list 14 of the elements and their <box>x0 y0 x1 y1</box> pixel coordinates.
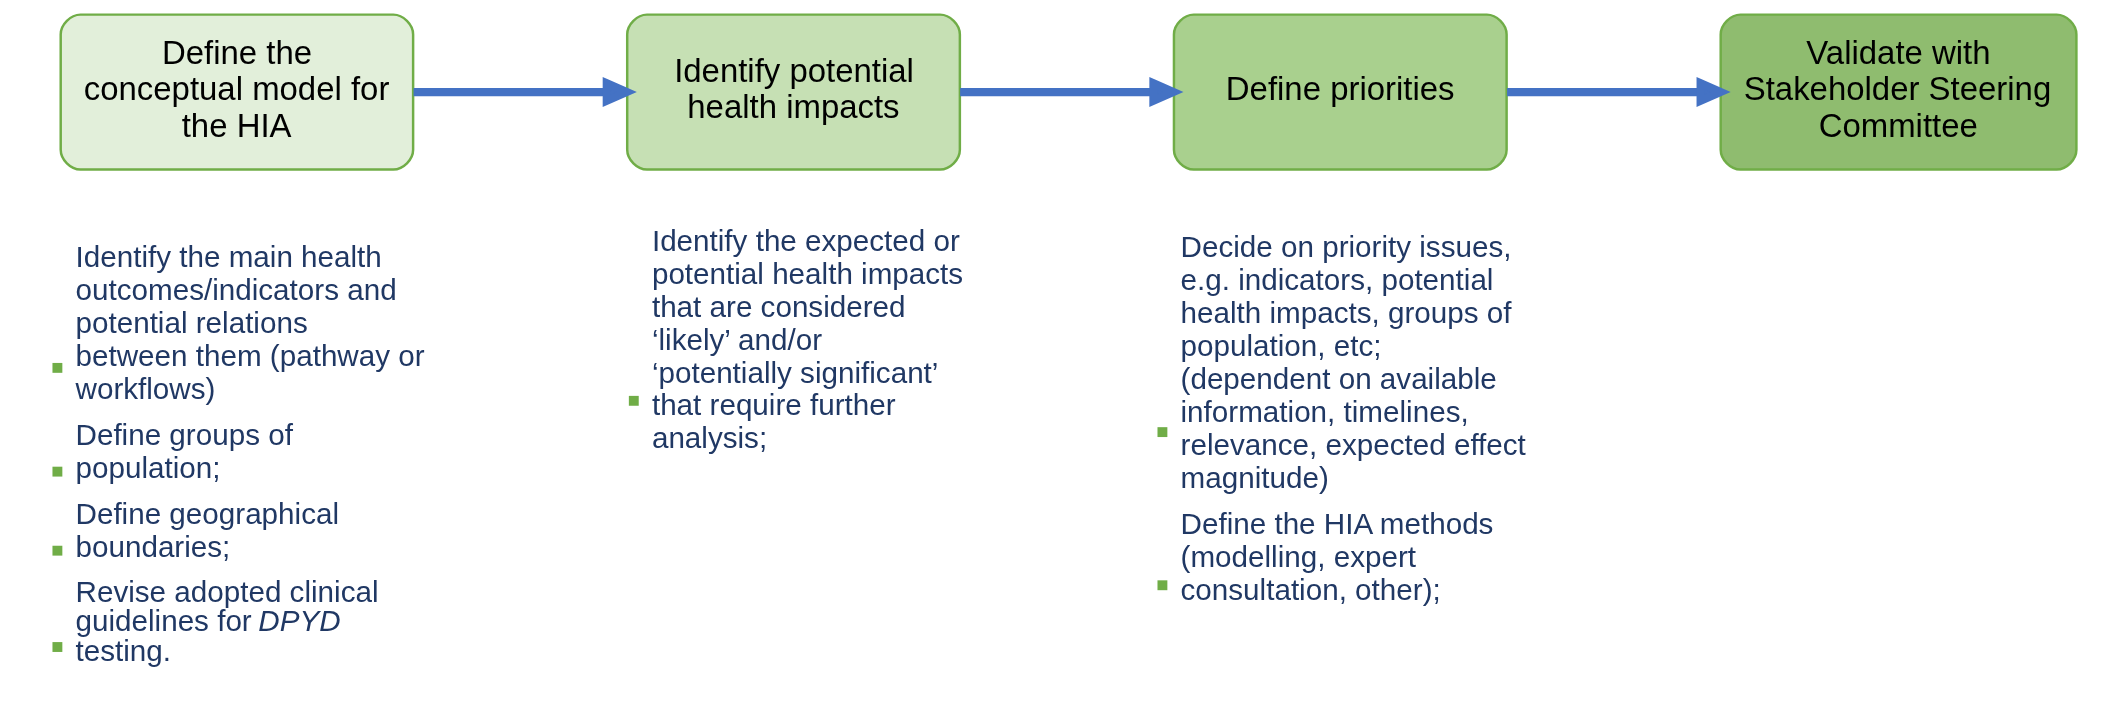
node-box: Identify potential health impacts <box>625 13 962 171</box>
node-label: Define the HIA methods (modelling, expert consultation, other); <box>1180 507 1494 606</box>
arrow <box>960 77 1184 107</box>
node-label: Define geographical boundaries; <box>75 497 340 564</box>
node-label: Identify the main health outcomes/indicators and potential relations between them (pathway or workflows) <box>75 240 425 406</box>
node-box: Define the conceptual model for the HIA <box>59 13 415 171</box>
arrow <box>413 77 637 107</box>
node-label: Revise adopted clinical guidelines for DPYD testing. <box>75 574 379 667</box>
arrow <box>1507 77 1731 107</box>
node-label: Identify the expected or potential health impacts that are considered ‘likely’ and/or ‘potentially significant’ that require further analysis; <box>651 223 964 455</box>
node-box: Validate with Stakeholder Steering Committee <box>1719 13 2078 171</box>
node-label: Decide on priority issues, e.g. indicators, potential health impacts, groups of population, etc; (dependent on available information, timelines, relevance, expected effect magnitude) <box>1180 230 1526 494</box>
node-box: Define priorities <box>1172 13 1508 171</box>
node-label: Define groups of population; <box>75 418 293 485</box>
